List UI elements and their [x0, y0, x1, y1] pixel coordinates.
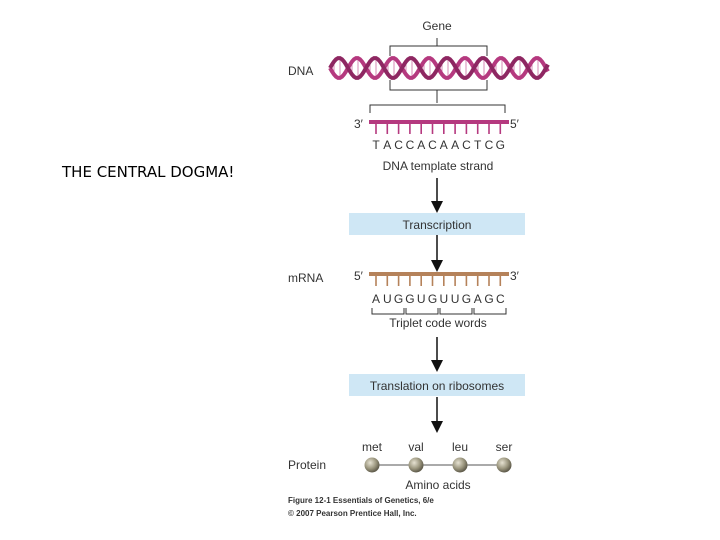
arrow-to-transcription: [431, 178, 443, 213]
mrna-5prime: 5′: [354, 269, 364, 283]
base-letter: G: [496, 138, 505, 152]
amino-acid-bead: [364, 457, 380, 473]
base-letter: A: [451, 138, 459, 152]
base-letter: C: [406, 138, 415, 152]
base-letter: A: [440, 138, 448, 152]
protein-label: Protein: [288, 458, 326, 472]
strand-backbone: [369, 120, 509, 124]
translation-label: Translation on ribosomes: [370, 379, 504, 393]
codon-brackets: [371, 308, 507, 315]
base-letter: A: [474, 292, 482, 306]
protein-caption: Amino acids: [405, 478, 470, 492]
gene-bracket-bottom: [389, 80, 488, 103]
strand-backbone: [369, 272, 509, 276]
gene-bracket-strand: [369, 104, 506, 113]
base-letter: C: [428, 138, 437, 152]
arrow-to-translation: [431, 337, 443, 372]
base-letter: G: [428, 292, 437, 306]
mrna-3prime: 3′: [510, 269, 520, 283]
slide-title: THE CENTRAL DOGMA!: [62, 163, 235, 181]
base-letter: U: [439, 292, 448, 306]
base-letter: G: [484, 292, 493, 306]
base-letter: T: [474, 138, 482, 152]
dna-strand-3prime: 3′: [354, 117, 364, 131]
base-letter: G: [394, 292, 403, 306]
arrow-to-protein: [431, 397, 443, 433]
mrna-label: mRNA: [288, 271, 323, 285]
base-letter: U: [451, 292, 460, 306]
amino-acid-bead: [408, 457, 424, 473]
amino-acid-label: ser: [496, 440, 513, 454]
translation-box: [349, 374, 525, 396]
transcription-label: Transcription: [403, 218, 472, 232]
dna-label: DNA: [288, 64, 313, 78]
mrna-caption: Triplet code words: [389, 316, 487, 330]
base-letter: T: [372, 138, 380, 152]
arrow-to-mrna: [431, 235, 443, 272]
gene-label: Gene: [422, 19, 452, 33]
base-letter: A: [417, 138, 425, 152]
base-letter: A: [372, 292, 380, 306]
dna-strand-caption: DNA template strand: [383, 159, 494, 173]
base-letter: G: [462, 292, 471, 306]
base-letter: A: [383, 138, 391, 152]
amino-acid-label: met: [362, 440, 383, 454]
base-letter: C: [394, 138, 403, 152]
base-letter: G: [405, 292, 414, 306]
dna-strand-5prime: 5′: [510, 117, 520, 131]
amino-acid-label: val: [408, 440, 423, 454]
amino-acid-bead: [452, 457, 468, 473]
mrna-strand: [369, 272, 509, 286]
gene-bracket-top: [389, 38, 488, 56]
amino-acid-label: leu: [452, 440, 468, 454]
transcription-box: [349, 213, 525, 235]
figure-credit-copyright: © 2007 Pearson Prentice Hall, Inc.: [288, 509, 417, 518]
amino-acid-bead: [496, 457, 512, 473]
figure-credit-title: Figure 12-1 Essentials of Genetics, 6/e: [288, 496, 434, 505]
base-letter: C: [462, 138, 471, 152]
base-letter: C: [485, 138, 494, 152]
dna-double-helix: [328, 56, 550, 80]
amino-acid-chain: met val leu ser: [362, 440, 512, 473]
base-letter: C: [496, 292, 505, 306]
helix-strand-b: [328, 56, 550, 80]
dna-template-strand: [369, 120, 509, 134]
base-letter: U: [383, 292, 392, 306]
base-letter: U: [417, 292, 426, 306]
